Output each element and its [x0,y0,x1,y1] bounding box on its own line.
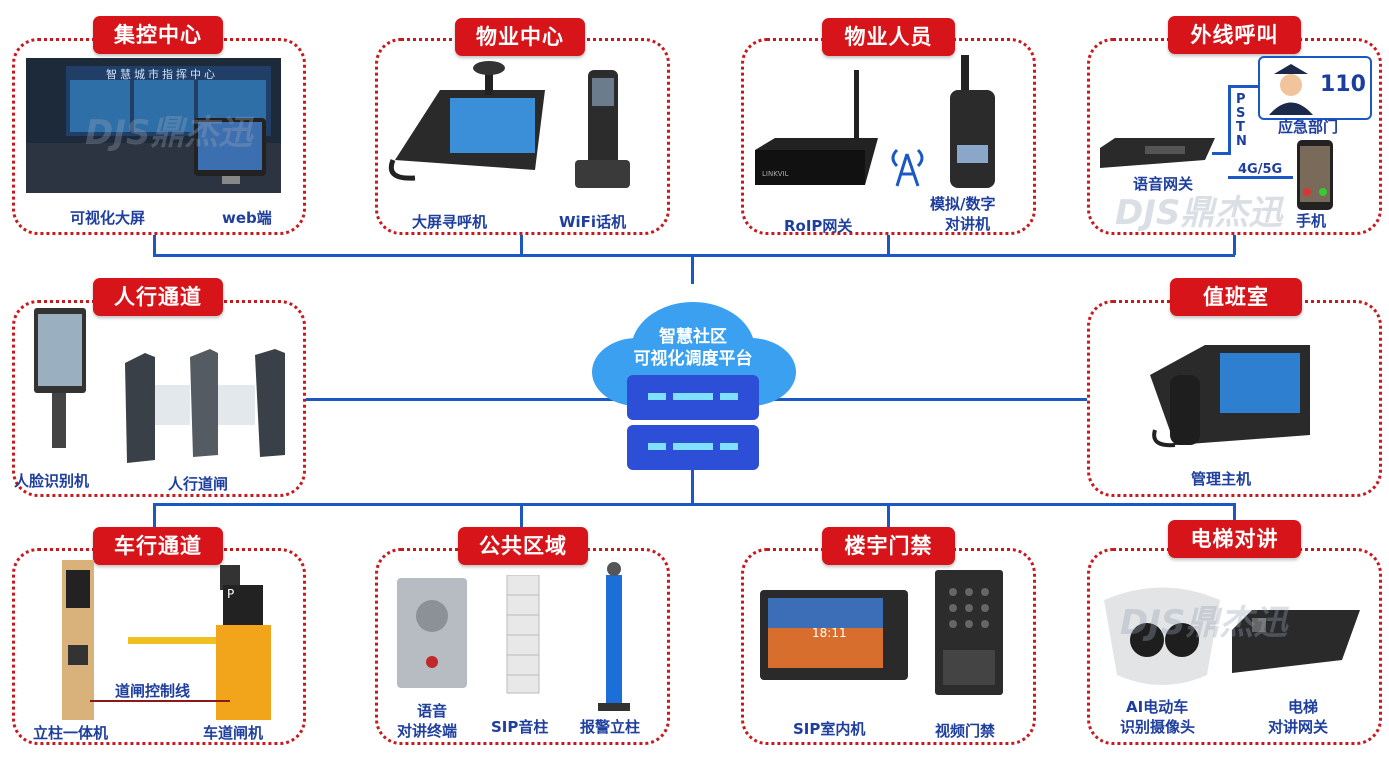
indoor-monitor-icon: 18:11 [760,590,908,680]
bottom-drop-chexing [153,503,156,529]
watermark-3: DJS鼎杰迅 [1120,603,1288,643]
watermark-2: DJS鼎杰迅 [1115,193,1283,233]
top-drop-wuyerenyuan [887,233,890,255]
wireless-signal-icon [885,140,930,188]
label-pillar: 立柱一体机 [33,724,109,742]
police-icon [1269,64,1313,115]
roip-gateway-icon: LINKVIL [750,70,880,190]
video-wall-caption: 智慧城市指挥中心 [106,68,218,81]
center-down-line [691,470,694,505]
label-voice-gateway: 语音网关 [1133,175,1194,193]
control-wire [90,700,230,702]
bottom-drop-gonggong [520,503,523,529]
wifi-phone-icon [570,70,635,190]
bottom-drop-dianti [1233,503,1236,529]
label-web: web端 [222,209,272,227]
pstn-p: P [1236,92,1246,107]
center-up-line [691,254,694,284]
label-roip: RoIP网关 [784,217,853,235]
pstn-s: S [1236,106,1246,121]
gw-link-line [1212,152,1230,155]
label-radio-line2: 对讲机 [945,215,991,233]
group-gonggong-title: 公共区域 [458,527,588,565]
label-face-terminal: 人脸识别机 [14,472,90,490]
label-ai-camera-line2: 识别摄像头 [1120,718,1196,736]
label-control-wire: 道闸控制线 [115,682,191,700]
watermark-1: DJS鼎杰迅 [85,113,253,153]
label-management-host: 管理主机 [1191,470,1252,488]
mid-left-line [305,398,625,401]
label-elevator-line2: 对讲网关 [1268,718,1329,736]
top-drop-waixian [1233,233,1236,255]
pstn-line-h [1228,85,1258,88]
pedestrian-gate-icon [115,345,295,465]
walkie-talkie-icon [945,55,1000,190]
intercom-terminal-icon [397,578,467,688]
pstn-line-v [1228,85,1231,155]
group-jikong-title: 集控中心 [93,16,223,54]
group-wuye-title: 物业中心 [455,18,585,56]
platform-name-line1: 智慧社区 [659,327,727,347]
cloud-platform: 智慧社区 可视化调度平台 [585,280,800,470]
group-zhiban-title: 值班室 [1170,278,1302,316]
alarm-pillar-icon [592,555,637,715]
mobile-phone-icon [1295,140,1335,210]
management-host-icon [1145,335,1315,450]
mobile-link-line [1228,176,1293,179]
label-mobile-network: 4G/5G [1238,162,1283,177]
label-video-wall: 可视化大屏 [70,209,146,227]
label-barrier-gate: 车道闸机 [203,724,264,742]
label-mobile: 手机 [1296,212,1327,230]
label-elevator-line1: 电梯 [1288,698,1319,716]
elevator-gateway-icon [1232,610,1362,675]
gateway-brand: LINKVIL [762,170,789,178]
top-bus-line [153,254,1235,257]
group-dianti-title: 电梯对讲 [1168,520,1301,558]
group-renxing-title: 人行通道 [93,278,223,316]
video-door-station-icon [935,570,1003,695]
voice-gateway-icon [1100,138,1215,170]
label-radio-line1: 模拟/数字 [930,195,996,213]
police-number: 110 [1320,72,1366,97]
label-indoor-monitor: SIP室内机 [793,720,866,738]
label-pedestrian-gate: 人行道闸 [168,475,229,493]
label-speaker: SIP音柱 [491,718,549,736]
group-chexing-title: 车行通道 [93,527,223,565]
top-drop-wuye [520,233,523,255]
indoor-time: 18:11 [812,626,847,640]
label-alarm-pillar: 报警立柱 [580,718,641,736]
label-door-station: 视频门禁 [935,722,996,740]
pstn-n: N [1236,134,1247,149]
pillar-terminal-icon [58,560,98,720]
desk-paging-phone-icon [385,60,560,190]
platform-name-line2: 可视化调度平台 [633,349,753,369]
bottom-bus-line [153,503,1235,506]
barrier-gate-icon: P [128,565,273,720]
emergency-box: 110 [1258,56,1372,120]
ai-camera-icon [1102,580,1222,690]
mid-right-line [760,398,1090,401]
group-louyu-title: 楼宇门禁 [822,527,955,565]
label-intercom-line1: 语音 [417,702,448,720]
top-drop-jikong [153,233,156,255]
label-emergency: 应急部门 [1278,118,1339,136]
label-intercom-line2: 对讲终端 [397,722,458,740]
video-wall-image: 智慧城市指挥中心 [26,58,281,193]
label-wifi-phone: WiFi话机 [559,213,627,231]
cloud-icon [592,302,796,470]
pstn-t: T [1236,120,1245,135]
group-waixian-title: 外线呼叫 [1168,16,1301,54]
face-terminal-icon [32,308,87,448]
label-paging-phone: 大屏寻呼机 [412,213,488,231]
parking-sign: P [227,587,235,601]
label-ai-camera-line1: AI电动车 [1126,698,1189,716]
bottom-drop-louyu [887,503,890,529]
sip-speaker-column-icon [502,574,547,700]
group-wuyerenyuan-title: 物业人员 [822,18,955,56]
